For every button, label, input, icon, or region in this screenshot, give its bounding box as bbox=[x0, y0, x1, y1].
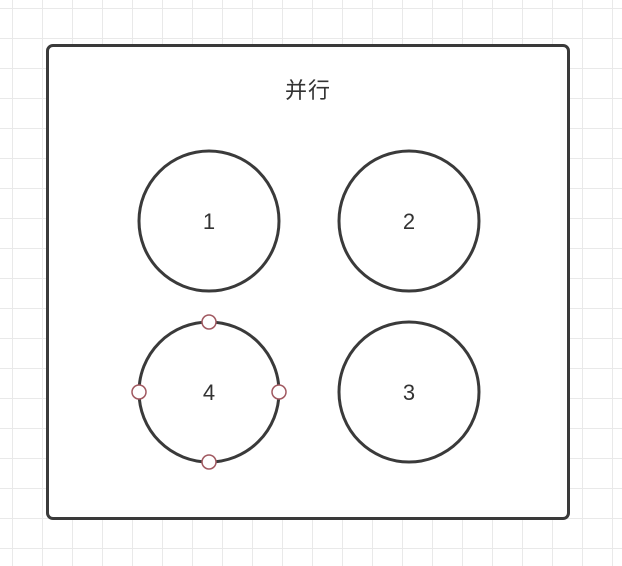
node-2[interactable]: 2 bbox=[337, 149, 481, 293]
node-1-circle[interactable] bbox=[137, 149, 281, 293]
node-2-circle[interactable] bbox=[337, 149, 481, 293]
connection-handle-left[interactable] bbox=[131, 384, 147, 400]
node-3-label: 3 bbox=[403, 380, 415, 405]
node-2-label: 2 bbox=[403, 209, 415, 234]
parallel-container[interactable]: 并行 bbox=[46, 44, 570, 520]
node-4-label: 4 bbox=[203, 380, 215, 405]
container-title: 并行 bbox=[284, 79, 331, 104]
node-4[interactable]: 4 bbox=[131, 314, 287, 470]
connection-handle-bottom[interactable] bbox=[201, 454, 217, 470]
node-1-label: 1 bbox=[203, 209, 215, 234]
connection-handle-right[interactable] bbox=[271, 384, 287, 400]
node-1[interactable]: 1 bbox=[137, 149, 281, 293]
node-3-circle[interactable] bbox=[337, 320, 481, 464]
connection-handle-top[interactable] bbox=[201, 314, 217, 330]
node-3[interactable]: 3 bbox=[337, 320, 481, 464]
